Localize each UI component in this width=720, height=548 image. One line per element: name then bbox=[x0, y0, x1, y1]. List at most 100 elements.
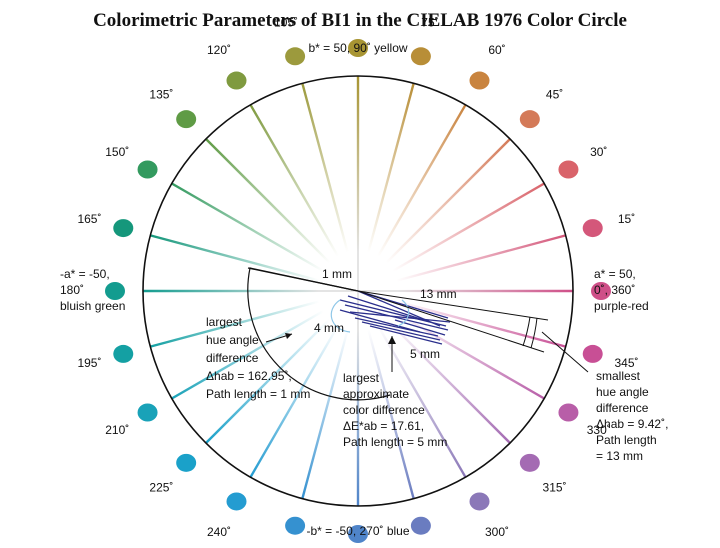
hue-dot bbox=[519, 453, 540, 472]
annotation-largest-hue: largest hue angle difference Δhab = 162.… bbox=[206, 315, 310, 401]
leader-smallest-hue bbox=[541, 331, 589, 373]
hue-ray bbox=[385, 318, 511, 444]
right-axis-label-line1: a* = 50, bbox=[594, 267, 636, 281]
hue-ray bbox=[376, 325, 467, 478]
hue-ray bbox=[396, 234, 566, 282]
hue-angle-label: 15˚ bbox=[618, 212, 635, 226]
figure-title: Colorimetric Parameters of BI1 in the CI… bbox=[93, 10, 627, 31]
hue-angle-labels: 15˚ 30˚ 45˚ 60˚ 75˚ 105˚ 120˚ 135˚ 150˚ 165˚ 195˚ 2… bbox=[77, 15, 639, 539]
hue-angle-label: 150˚ bbox=[105, 145, 129, 159]
hue-dot bbox=[519, 110, 540, 129]
leader-largest-color-head bbox=[388, 336, 396, 344]
top-axis-label: b* = 50, 90˚ yellow bbox=[308, 41, 407, 55]
hue-dot bbox=[582, 219, 603, 238]
annotation-smallest-hue: smallest hue angle difference Δhab = 9.4… bbox=[596, 369, 668, 463]
hue-ray bbox=[249, 104, 340, 257]
smallest-hue-ray-a bbox=[357, 290, 549, 321]
hue-dot bbox=[137, 160, 158, 179]
hue-angle-label: 195˚ bbox=[77, 356, 101, 370]
hue-angle-label: 75˚ bbox=[421, 15, 438, 29]
hue-ray bbox=[396, 300, 566, 348]
smallest-hue-ray-b bbox=[357, 290, 545, 353]
hue-dot bbox=[176, 110, 197, 129]
largest-hue-arc bbox=[247, 267, 391, 401]
path-label-13mm: 13 mm bbox=[420, 287, 457, 301]
svg-text:hue angle: hue angle bbox=[596, 385, 649, 399]
hue-ray bbox=[171, 182, 324, 273]
color-circle bbox=[142, 75, 574, 507]
hue-dot bbox=[469, 492, 490, 511]
hue-dot bbox=[469, 71, 490, 90]
right-axis-label-line3: purple-red bbox=[594, 299, 649, 313]
hue-rays bbox=[143, 76, 573, 506]
hue-angle-label: 225˚ bbox=[149, 481, 173, 495]
smallest-hue-arc bbox=[522, 316, 531, 347]
svg-text:Path length = 1 mm: Path length = 1 mm bbox=[206, 387, 310, 401]
light-arrows bbox=[330, 299, 410, 333]
svg-text:largest: largest bbox=[343, 371, 380, 385]
hue-ray bbox=[150, 300, 320, 348]
hue-dot bbox=[591, 282, 611, 300]
svg-text:hue angle: hue angle bbox=[206, 333, 259, 347]
hue-angle-label: 300˚ bbox=[485, 525, 509, 539]
svg-text:Δhab = 9.42˚,: Δhab = 9.42˚, bbox=[596, 417, 668, 431]
hue-angle-label: 165˚ bbox=[77, 212, 101, 226]
hue-dot bbox=[113, 219, 134, 238]
smallest-hue-arc-inner bbox=[530, 317, 538, 349]
hue-ray bbox=[171, 309, 324, 400]
hue-dot bbox=[348, 39, 368, 57]
hue-dot bbox=[582, 344, 603, 363]
hue-ray bbox=[150, 234, 320, 282]
hue-angle-label: 345˚ bbox=[615, 356, 639, 370]
svg-text:difference: difference bbox=[206, 351, 259, 365]
path-label-4mm: 4 mm bbox=[314, 321, 344, 335]
annotation-largest-color: largest approximate color difference ΔE*… bbox=[343, 371, 447, 449]
svg-text:Path length = 5 mm: Path length = 5 mm bbox=[343, 435, 447, 449]
hue-ray bbox=[367, 83, 415, 253]
hue-dot bbox=[113, 344, 134, 363]
hue-angle-label: 330˚ bbox=[587, 423, 611, 437]
hue-ray bbox=[301, 329, 349, 499]
left-axis-label-line3: bluish green bbox=[60, 299, 125, 313]
hue-ray bbox=[392, 309, 545, 400]
hue-dot bbox=[285, 47, 306, 66]
svg-text:largest: largest bbox=[206, 315, 243, 329]
hue-angle-label: 45˚ bbox=[546, 87, 563, 101]
svg-text:Δhab = 162.95˚,: Δhab = 162.95˚, bbox=[206, 369, 292, 383]
hue-angle-label: 60˚ bbox=[488, 43, 505, 57]
hue-angle-label: 135˚ bbox=[149, 87, 173, 101]
hue-angle-label: 30˚ bbox=[590, 145, 607, 159]
svg-text:approximate: approximate bbox=[343, 387, 409, 401]
hue-angle-label: 120˚ bbox=[207, 43, 231, 57]
hue-angle-label: 105˚ bbox=[274, 15, 298, 29]
right-axis-label-line2: 0˚, 360˚ bbox=[594, 283, 635, 297]
hue-ray bbox=[205, 318, 331, 444]
hue-dot bbox=[348, 525, 368, 543]
hue-dot bbox=[410, 516, 431, 535]
left-axis-label-line1: -a* = -50, bbox=[60, 267, 110, 281]
hue-ray bbox=[205, 138, 331, 264]
hue-dot bbox=[558, 160, 579, 179]
svg-text:smallest: smallest bbox=[596, 369, 641, 383]
hue-dot bbox=[285, 516, 306, 535]
hue-dots bbox=[105, 39, 611, 543]
hue-ray bbox=[367, 329, 415, 499]
leader-largest-hue-head bbox=[285, 333, 292, 339]
hue-ray bbox=[392, 182, 545, 273]
hue-dot bbox=[176, 453, 197, 472]
svg-text:difference: difference bbox=[596, 401, 649, 415]
hue-dot bbox=[137, 403, 158, 422]
hue-dot bbox=[105, 282, 125, 300]
svg-text:ΔE*ab = 17.61,: ΔE*ab = 17.61, bbox=[343, 419, 424, 433]
hue-ray bbox=[301, 83, 349, 253]
left-axis-label-line2: 180˚ bbox=[60, 283, 84, 297]
hue-dot bbox=[226, 71, 247, 90]
path-label-1mm: 1 mm bbox=[322, 267, 352, 281]
hue-dot bbox=[226, 492, 247, 511]
svg-text:color difference: color difference bbox=[343, 403, 425, 417]
hue-ray bbox=[249, 325, 340, 478]
svg-text:Path length: Path length bbox=[596, 433, 657, 447]
hue-angle-label: 210˚ bbox=[105, 423, 129, 437]
path-label-5mm: 5 mm bbox=[410, 347, 440, 361]
